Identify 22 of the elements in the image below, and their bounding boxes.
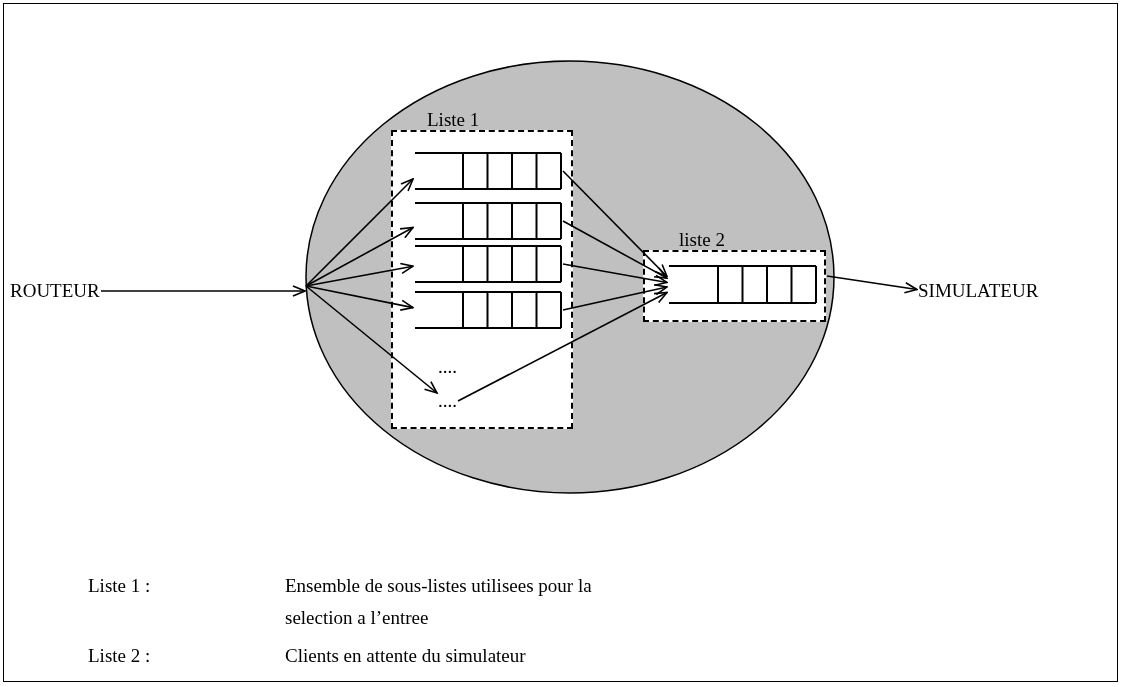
node-label: SIMULATEUR [918, 280, 1039, 302]
arrow [562, 170, 668, 278]
arrow [305, 178, 414, 287]
term-label: Liste 1 : [88, 574, 151, 598]
group-title: Liste 1 [427, 110, 480, 129]
node-label: .... [438, 394, 457, 408]
arrow [100, 285, 306, 297]
definition-text: Ensemble de sous-listes utilisees pour la selection a l’entree [285, 574, 593, 630]
definition-text: Clients en attente du simulateur [285, 644, 526, 668]
term-label: Liste 2 : [88, 644, 151, 668]
arrow [826, 275, 918, 294]
arrow [305, 285, 438, 394]
arrow [562, 283, 668, 311]
node-label: .... [438, 360, 457, 374]
group-title: liste 2 [679, 230, 725, 249]
arrow [562, 263, 668, 287]
arrow [562, 220, 668, 279]
node-label: ROUTEUR [10, 280, 100, 302]
arrow [457, 291, 668, 402]
arrow [305, 226, 414, 287]
arrow [305, 285, 414, 311]
arrow [305, 262, 414, 287]
